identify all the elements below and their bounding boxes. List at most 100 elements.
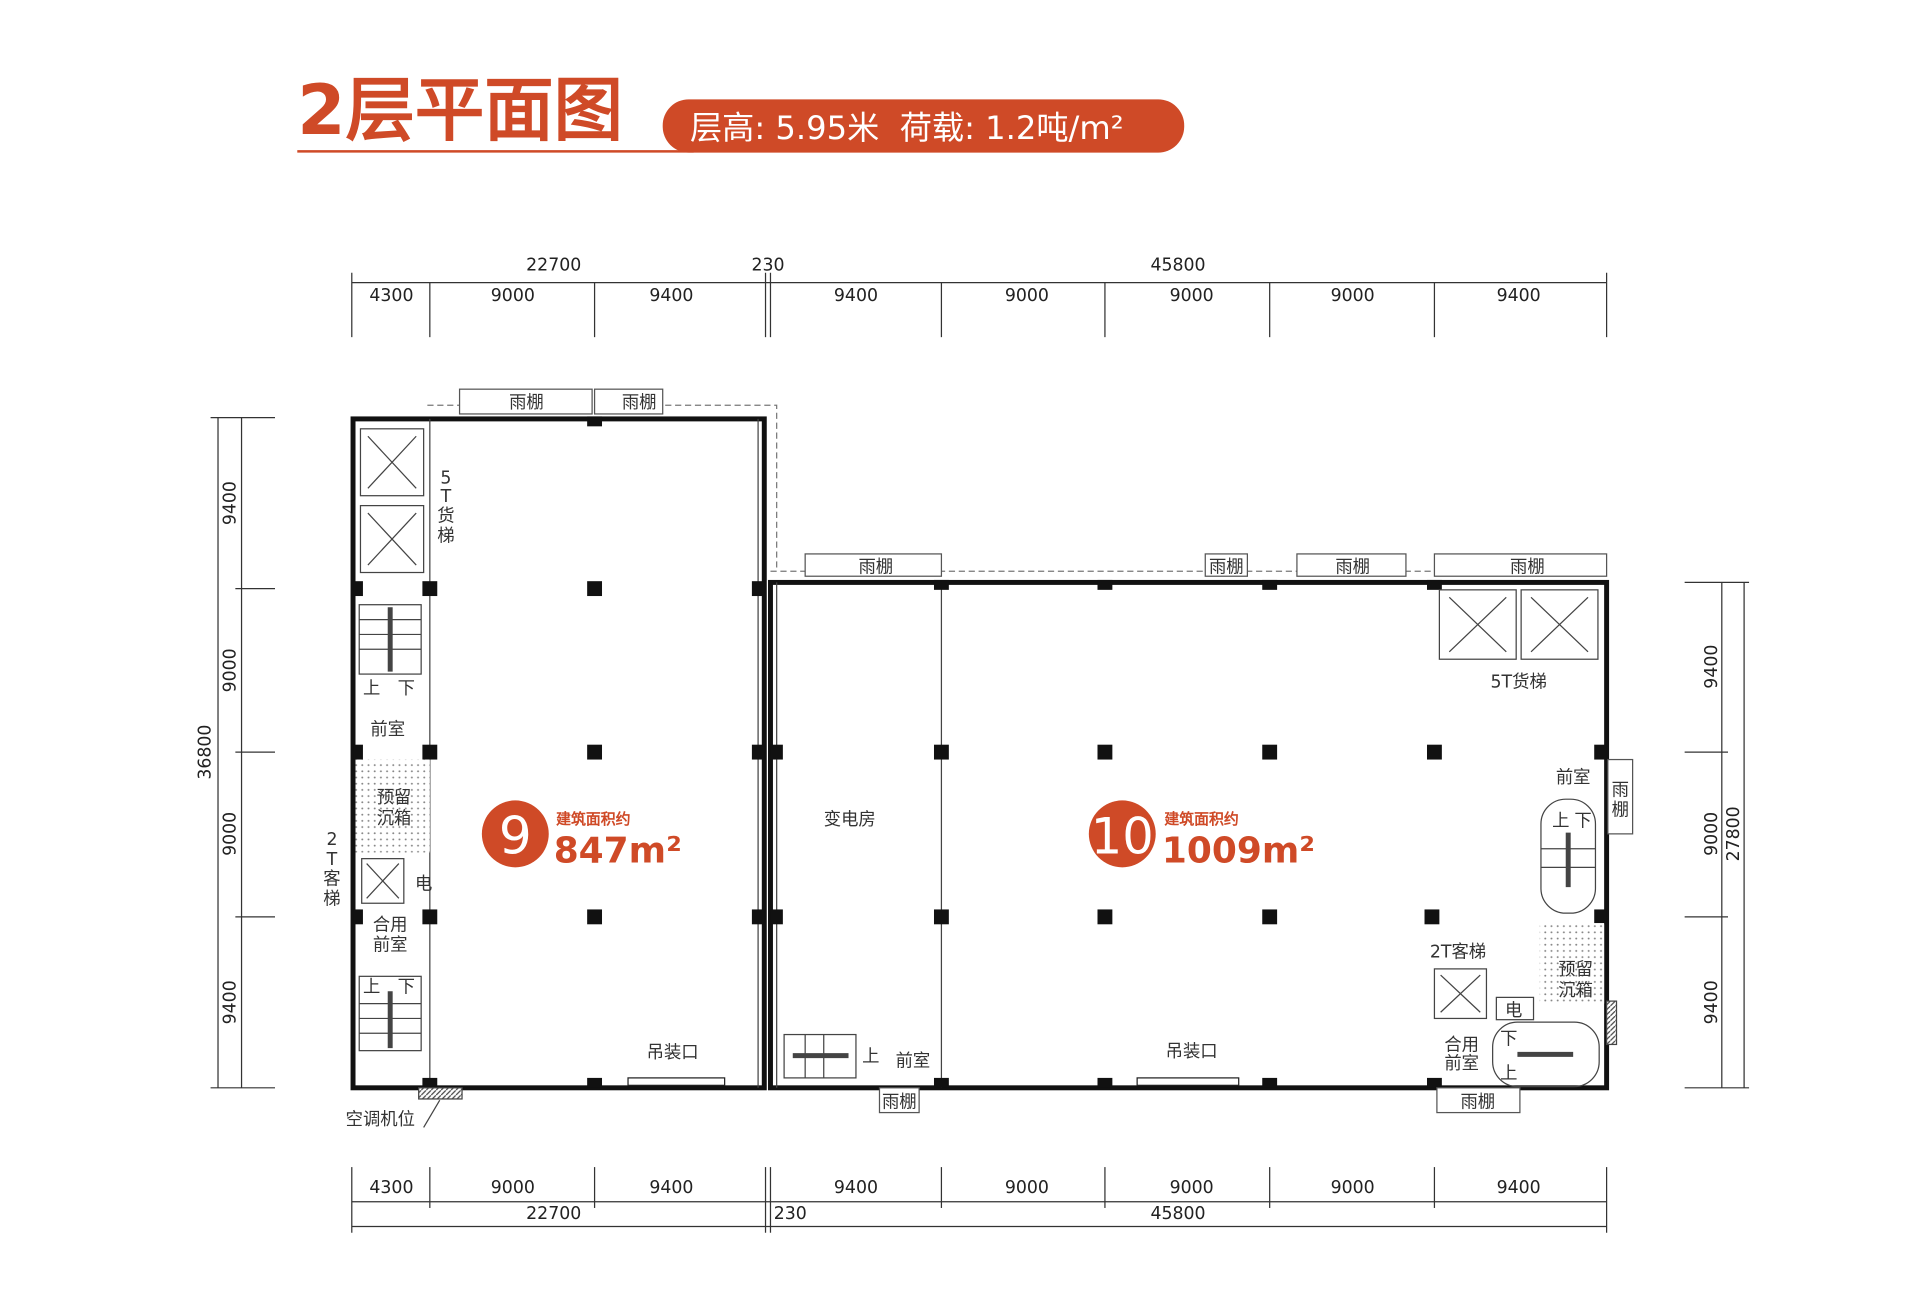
reserved-pit-label: 预留	[377, 788, 412, 808]
stair-down-label: 下	[1574, 811, 1591, 831]
spec-pill	[662, 99, 1185, 153]
canopy-label: 雨棚	[858, 558, 893, 578]
unit-number: 10	[1091, 808, 1154, 866]
stair-down-label: 下	[398, 679, 415, 699]
canopy-label: 雨棚	[1510, 558, 1545, 578]
top-dimensions: 22700 230 45800 4300 9000 9400 9400 9000…	[351, 255, 1608, 338]
stair-up-label: 上	[363, 977, 380, 997]
spec-text: 层高: 5.95米 荷载: 1.2吨/m²	[690, 109, 1124, 147]
freight-elevator-label: 5T货梯	[1491, 673, 1547, 693]
dim-bay: 9400	[649, 286, 693, 306]
stair-up-label: 上	[363, 679, 380, 699]
stair-up-label: 上	[862, 1047, 879, 1067]
hoist-opening-mark	[1136, 1077, 1240, 1086]
dim-total: 230	[751, 255, 784, 275]
dim-bay: 9000	[491, 1178, 535, 1198]
canopy-label: 雨	[1612, 780, 1629, 800]
dim-bay: 9400	[834, 286, 878, 306]
shared-lobby-label: 前室	[373, 935, 408, 955]
lobby-label: 前室	[370, 720, 405, 740]
dim-vertical: 9400	[1702, 645, 1722, 689]
unit-badge	[481, 800, 549, 868]
canopy	[1296, 553, 1407, 577]
stair-down-label: 下	[1500, 1029, 1517, 1049]
dim-bay: 9000	[491, 286, 535, 306]
canopy	[1433, 553, 1608, 577]
passenger-elevator-label: 2	[326, 830, 337, 850]
unit-area: 1009m²	[1162, 830, 1315, 871]
shared-lobby-label: 合用	[1444, 1036, 1479, 1056]
reserved-pit-label: 沉箱	[377, 809, 412, 829]
dim-total: 22700	[526, 255, 581, 275]
unit-number: 9	[499, 807, 532, 867]
unit-area: 847m²	[554, 830, 682, 871]
dim-bay: 9400	[1497, 1178, 1541, 1198]
unit-badge	[1088, 800, 1156, 868]
lobby-label: 前室	[1556, 768, 1591, 788]
reserved-pit-label: 沉箱	[1558, 981, 1593, 1001]
freight-elevator-label: T	[440, 487, 452, 507]
unit-area-label: 建筑面积约	[556, 810, 630, 828]
canopy-label: 雨棚	[622, 393, 657, 413]
freight-elevator-label: 5	[440, 468, 451, 488]
dim-bay: 4300	[369, 1178, 413, 1198]
canopy-label: 雨棚	[1460, 1093, 1495, 1113]
lobby-label: 前室	[896, 1052, 931, 1072]
canopy	[1204, 553, 1249, 577]
dim-bay: 9000	[1331, 286, 1375, 306]
reserved-pit-label: 预留	[1558, 960, 1593, 980]
shared-lobby-label: 合用	[373, 915, 408, 935]
dim-vertical-total: 27800	[1724, 806, 1744, 861]
canopy	[1436, 1087, 1521, 1114]
dim-bay: 9400	[834, 1178, 878, 1198]
freight-elevator-label: 梯	[437, 527, 454, 547]
dim-vertical: 9000	[220, 648, 240, 692]
elevator-icon	[359, 428, 425, 574]
canopy	[458, 388, 593, 415]
electric-room-label: 电	[415, 875, 432, 895]
ac-position-mark	[418, 1087, 463, 1100]
substation-label: 变电房	[824, 810, 876, 830]
canopy-label: 雨棚	[509, 393, 544, 413]
dim-bay: 9000	[1170, 286, 1214, 306]
dim-total: 45800	[1150, 255, 1205, 275]
hoist-opening-mark	[627, 1077, 726, 1086]
building-10: 雨棚 雨棚 雨棚 雨棚 变电房 5T货梯 前室 雨 棚	[768, 553, 1634, 1114]
passenger-elevator-label: 2T客梯	[1430, 943, 1486, 963]
dim-bay: 9400	[649, 1178, 693, 1198]
elevator-icon	[1438, 589, 1599, 660]
stair-up-label: 上	[1552, 811, 1569, 831]
electric-room-label: 电	[1505, 1001, 1522, 1021]
stair-down-label: 下	[398, 977, 415, 997]
canopy-label: 雨棚	[1335, 558, 1370, 578]
passenger-elevator-label: 梯	[323, 889, 340, 909]
dim-bay: 9000	[1005, 1178, 1049, 1198]
dim-bay: 4300	[369, 286, 413, 306]
dim-bay: 9400	[1497, 286, 1541, 306]
dim-vertical-total: 36800	[196, 725, 216, 780]
hoist-opening-label: 吊装口	[647, 1043, 699, 1063]
canopy-label: 雨棚	[882, 1093, 917, 1113]
freight-elevator-label: 货	[437, 507, 454, 527]
stair-up-label: 上	[1500, 1064, 1517, 1084]
canopy	[804, 553, 943, 577]
elevator-icon	[1433, 968, 1488, 1020]
dim-total: 230	[774, 1204, 807, 1224]
bottom-dimensions: 4300 9000 9400 9400 9000 9000 9000 9400 …	[351, 1167, 1608, 1233]
dim-vertical: 9400	[1702, 980, 1722, 1024]
ac-position-mark	[1605, 1000, 1618, 1046]
ac-position-label: 空调机位	[346, 1110, 415, 1130]
dim-vertical: 9000	[220, 812, 240, 856]
canopy	[1607, 758, 1634, 835]
canopy	[878, 1087, 920, 1114]
dim-bay: 9000	[1005, 286, 1049, 306]
dim-total: 22700	[526, 1204, 581, 1224]
shared-lobby-label: 前室	[1444, 1054, 1479, 1074]
elevator-icon	[361, 858, 405, 904]
left-dimensions: 9400 9000 9000 9400 36800	[196, 417, 275, 1089]
right-dimensions: 9400 9000 9400 27800	[1684, 581, 1750, 1089]
canopy	[593, 388, 664, 415]
reserved-pit	[1539, 923, 1605, 1004]
building-9: 雨棚 雨棚 5 T 货 梯 上 下 前室	[323, 388, 778, 1130]
